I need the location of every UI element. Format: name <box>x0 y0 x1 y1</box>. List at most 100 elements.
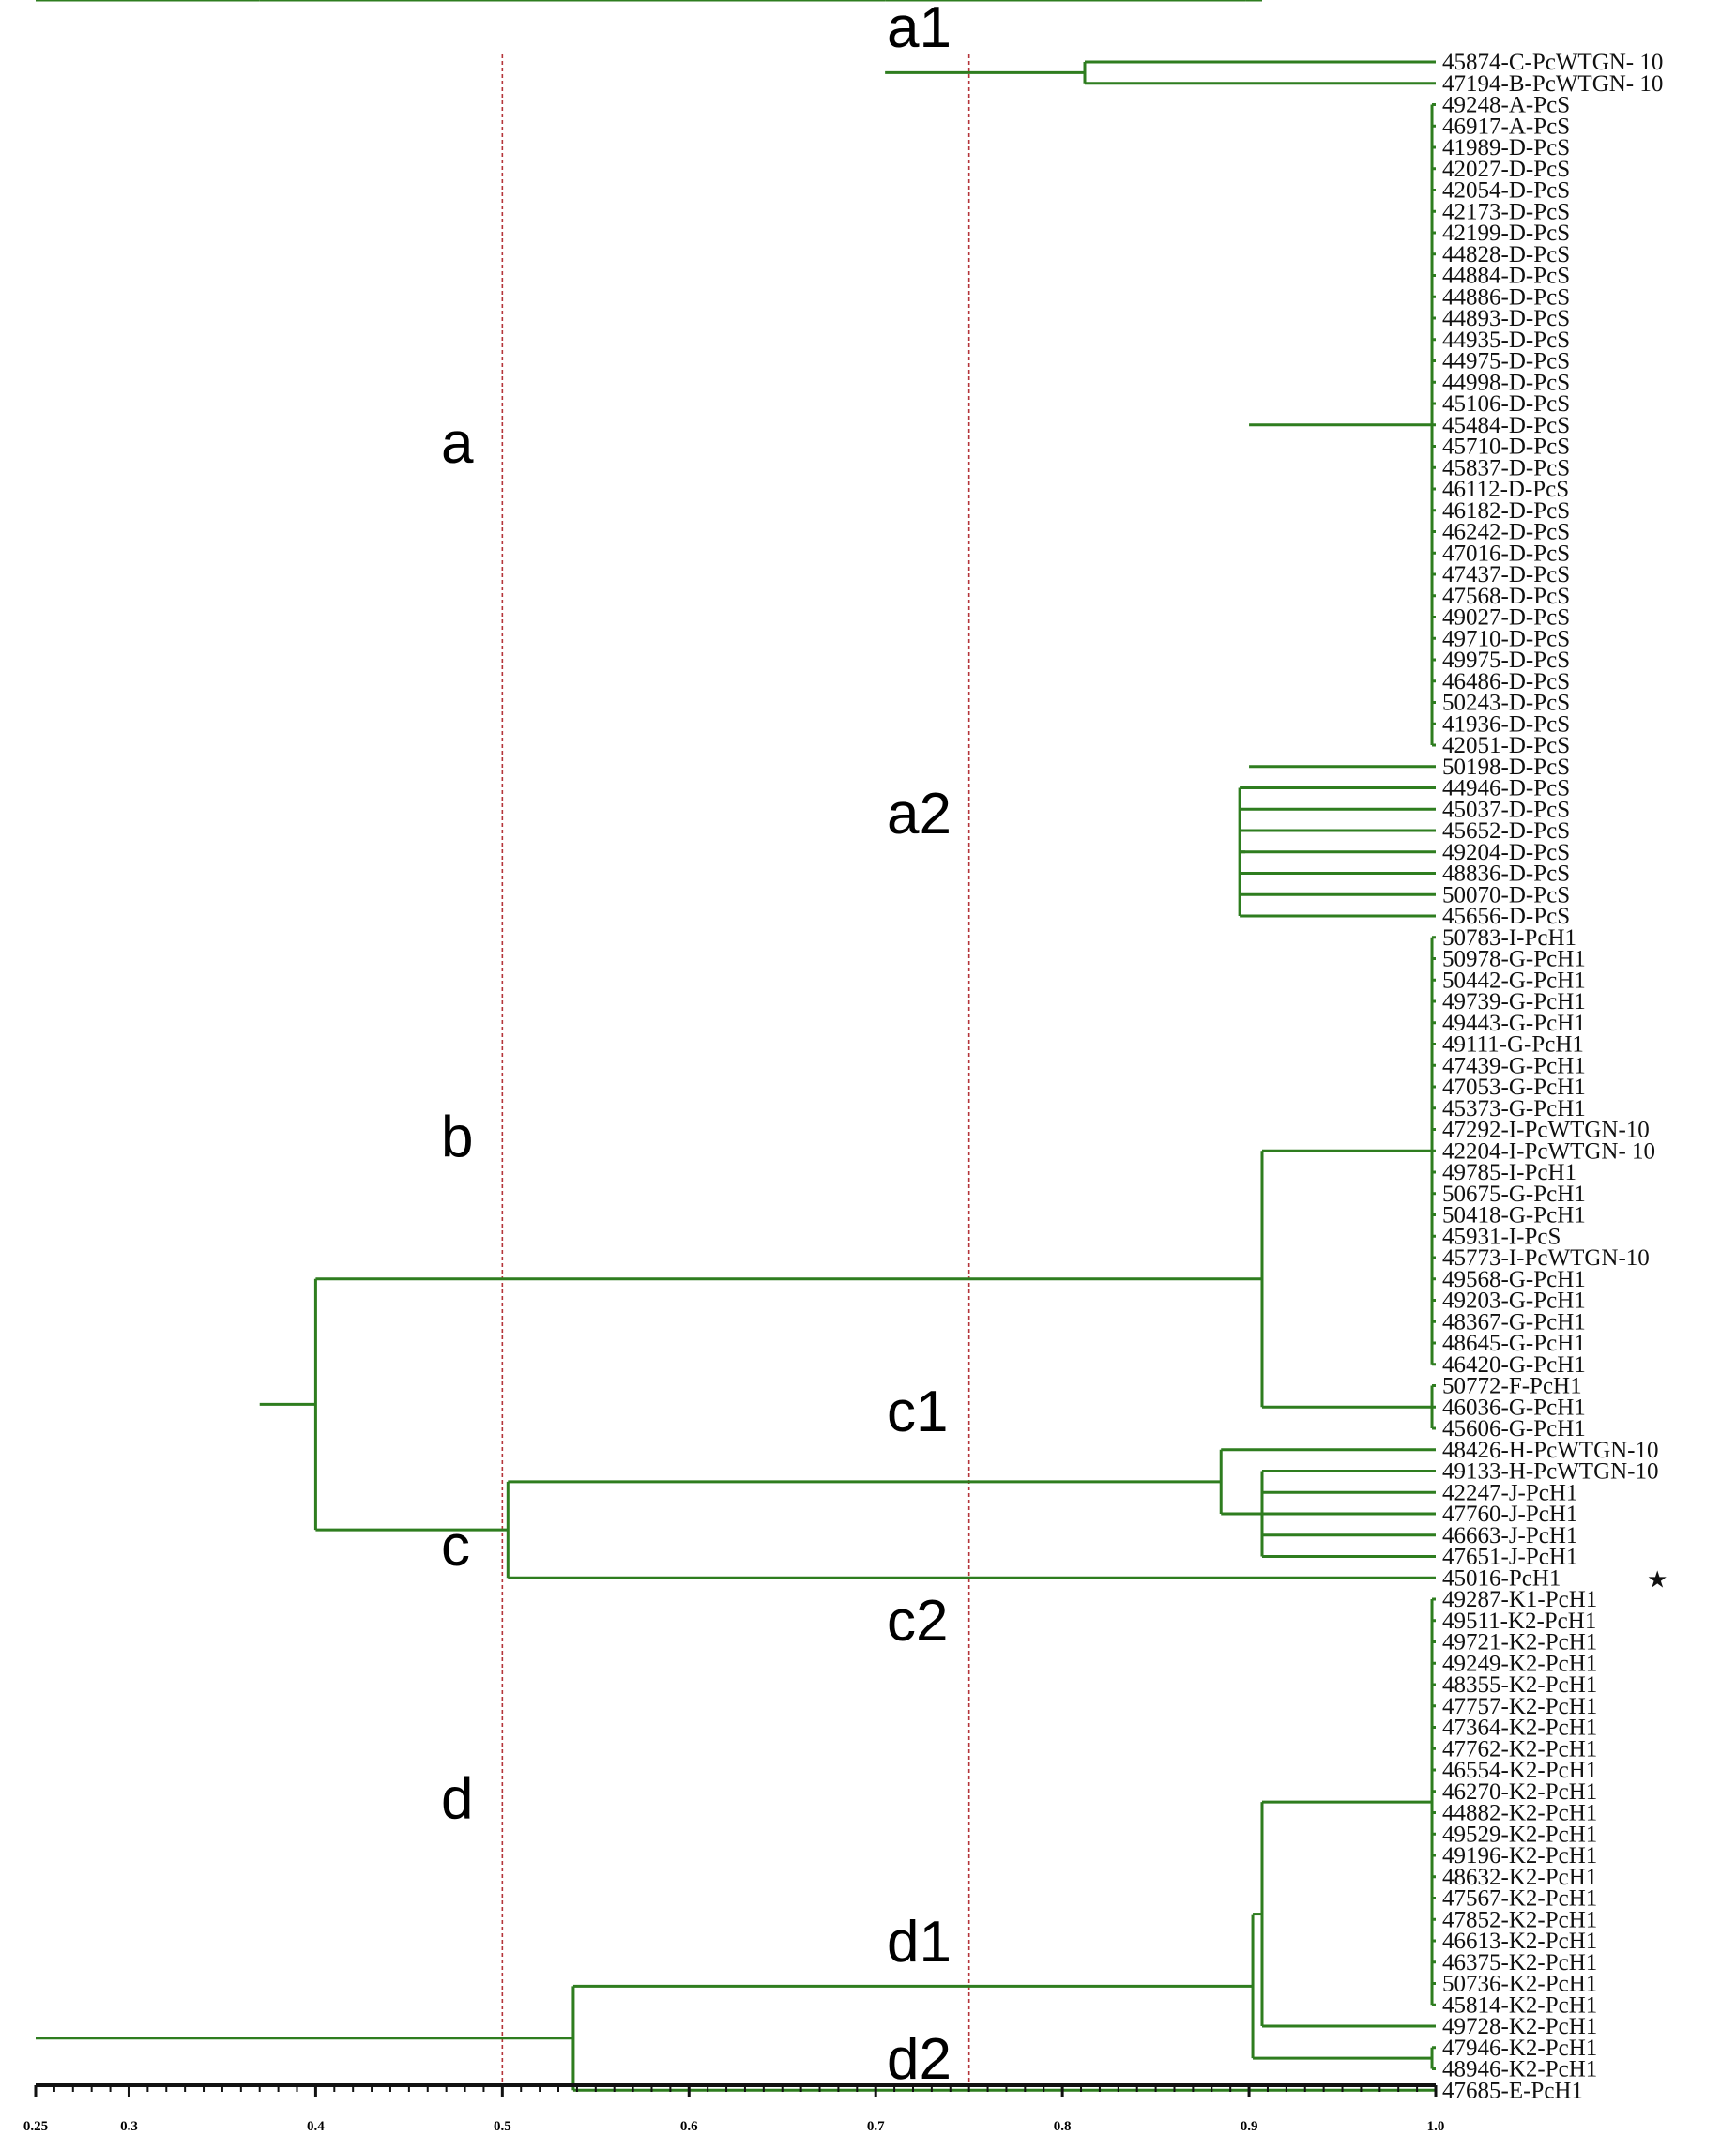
leaf-label: 45484-D-PcS <box>1442 413 1570 438</box>
leaf-label: 44998-D-PcS <box>1442 370 1570 395</box>
leaf-label: 47760-J-PcH1 <box>1442 1502 1577 1527</box>
leaf-label: 47437-D-PcS <box>1442 562 1570 587</box>
leaf-label: 47762-K2-PcH1 <box>1442 1736 1597 1762</box>
leaf-label: 50418-G-PcH1 <box>1442 1203 1586 1228</box>
leaf-label: 46242-D-PcS <box>1442 520 1570 545</box>
leaf-label: 47439-G-PcH1 <box>1442 1053 1586 1078</box>
leaf-label: 49203-G-PcH1 <box>1442 1289 1586 1314</box>
leaf-label: 50783-I-PcH1 <box>1442 925 1576 951</box>
axis-tick-label: 0.8 <box>1054 2119 1072 2134</box>
leaf-label: 45106-D-PcS <box>1442 391 1570 417</box>
leaf-label: 48836-D-PcS <box>1442 862 1570 887</box>
leaf-label: 46917-A-PcS <box>1442 114 1570 139</box>
leaf-label: 47852-K2-PcH1 <box>1442 1907 1597 1932</box>
cluster-label: a2 <box>887 782 952 847</box>
leaf-label: 44882-K2-PcH1 <box>1442 1801 1597 1826</box>
leaf-label: 45773-I-PcWTGN-10 <box>1442 1245 1650 1271</box>
cluster-label: b <box>441 1105 473 1169</box>
leaf-label: 42054-D-PcS <box>1442 178 1570 204</box>
leaf-label: 50978-G-PcH1 <box>1442 947 1586 972</box>
leaf-label: 46112-D-PcS <box>1442 477 1569 502</box>
leaf-label: 49785-I-PcH1 <box>1442 1160 1576 1185</box>
leaf-label: 42247-J-PcH1 <box>1442 1480 1577 1505</box>
leaf-label: 50772-F-PcH1 <box>1442 1374 1582 1399</box>
leaf-label: 46420-G-PcH1 <box>1442 1352 1586 1378</box>
leaf-label: 48632-K2-PcH1 <box>1442 1865 1597 1890</box>
cutoff-lines <box>501 54 970 2085</box>
leaf-label: 45837-D-PcS <box>1442 455 1570 481</box>
leaf-label: 45652-D-PcS <box>1442 818 1570 844</box>
leaf-label: 42173-D-PcS <box>1442 199 1570 224</box>
cluster-label: c <box>441 1514 470 1579</box>
leaf-label: 44828-D-PcS <box>1442 242 1570 267</box>
leaf-label: 47757-K2-PcH1 <box>1442 1694 1597 1719</box>
leaf-label: 49511-K2-PcH1 <box>1442 1609 1596 1634</box>
leaf-label: 45656-D-PcS <box>1442 904 1570 929</box>
leaf-label: 49568-G-PcH1 <box>1442 1267 1586 1292</box>
leaf-label: 46554-K2-PcH1 <box>1442 1758 1597 1783</box>
leaf-label: 49739-G-PcH1 <box>1442 989 1586 1014</box>
leaf-label: 44893-D-PcS <box>1442 306 1570 331</box>
leaf-label: 49133-H-PcWTGN-10 <box>1442 1459 1659 1485</box>
leaf-label: 41936-D-PcS <box>1442 711 1570 737</box>
leaf-label: 48946-K2-PcH1 <box>1442 2057 1597 2082</box>
leaf-label: 47364-K2-PcH1 <box>1442 1716 1597 1741</box>
leaf-label: 49196-K2-PcH1 <box>1442 1843 1597 1869</box>
axis-tick-label: 0.3 <box>120 2119 138 2134</box>
axis-tick-label: 0.25 <box>23 2119 48 2134</box>
leaf-label: 46182-D-PcS <box>1442 498 1570 524</box>
leaf-label: 47053-G-PcH1 <box>1442 1075 1586 1100</box>
leaf-label: 49111-G-PcH1 <box>1442 1032 1584 1058</box>
leaf-label: 49248-A-PcS <box>1442 93 1570 118</box>
cluster-label: a <box>441 411 474 476</box>
leaf-label: 45814-K2-PcH1 <box>1442 1992 1597 2018</box>
leaf-label: 47685-E-PcH1 <box>1442 2078 1583 2103</box>
leaf-label: 50675-G-PcH1 <box>1442 1182 1586 1207</box>
cluster-labels: a a1 a2 b c c1 c2 d d1 d2 <box>441 0 952 2092</box>
leaf-label: 46375-K2-PcH1 <box>1442 1950 1597 1976</box>
axis-tick-label: 0.9 <box>1241 2119 1258 2134</box>
leaf-label: 45037-D-PcS <box>1442 797 1570 822</box>
leaf-label: 44935-D-PcS <box>1442 328 1570 353</box>
axis-tick-label: 0.5 <box>494 2119 511 2134</box>
leaf-label: 50070-D-PcS <box>1442 882 1570 908</box>
leaf-label: 50243-D-PcS <box>1442 691 1570 716</box>
leaf-label: 46663-J-PcH1 <box>1442 1523 1577 1548</box>
cluster-label: c2 <box>887 1589 948 1654</box>
leaf-label: 44884-D-PcS <box>1442 264 1570 289</box>
cluster-label: a1 <box>887 0 952 60</box>
cluster-label: d2 <box>887 2027 952 2092</box>
leaf-label: 47946-K2-PcH1 <box>1442 2036 1597 2061</box>
leaf-label: 45710-D-PcS <box>1442 435 1570 460</box>
leaf-label: 41989-D-PcS <box>1442 135 1570 160</box>
leaf-label: 48426-H-PcWTGN-10 <box>1442 1438 1659 1463</box>
axis-tick-label: 0.4 <box>307 2119 325 2134</box>
leaf-label: 45373-G-PcH1 <box>1442 1096 1586 1121</box>
leaf-label: 49443-G-PcH1 <box>1442 1011 1586 1036</box>
leaf-label: 44975-D-PcS <box>1442 349 1570 374</box>
leaf-label: 49975-D-PcS <box>1442 648 1570 673</box>
cluster-label: d1 <box>887 1910 952 1975</box>
leaf-label: 45606-G-PcH1 <box>1442 1416 1586 1442</box>
cluster-label: c1 <box>887 1380 948 1444</box>
leaf-label: 46270-K2-PcH1 <box>1442 1779 1597 1805</box>
leaf-label: 49027-D-PcS <box>1442 605 1570 631</box>
leaf-label: 49204-D-PcS <box>1442 840 1570 865</box>
cluster-label: d <box>441 1767 473 1832</box>
leaf-label: 44946-D-PcS <box>1442 776 1570 801</box>
leaf-label: 46486-D-PcS <box>1442 669 1570 694</box>
leaf-label: 49728-K2-PcH1 <box>1442 2014 1597 2039</box>
leaf-label: 47016-D-PcS <box>1442 541 1570 566</box>
axis-tick-label: 0.6 <box>680 2119 698 2134</box>
leaf-label: 42204-I-PcWTGN- 10 <box>1442 1138 1655 1164</box>
axis-tick-label: 1.0 <box>1427 2119 1445 2134</box>
leaf-label: 47194-B-PcWTGN- 10 <box>1442 71 1663 97</box>
leaf-label: 45874-C-PcWTGN- 10 <box>1442 50 1663 75</box>
leaf-label: 49287-K1-PcH1 <box>1442 1587 1597 1612</box>
leaf-label: 46613-K2-PcH1 <box>1442 1929 1597 1954</box>
star-icon: ★ <box>1647 1567 1667 1593</box>
